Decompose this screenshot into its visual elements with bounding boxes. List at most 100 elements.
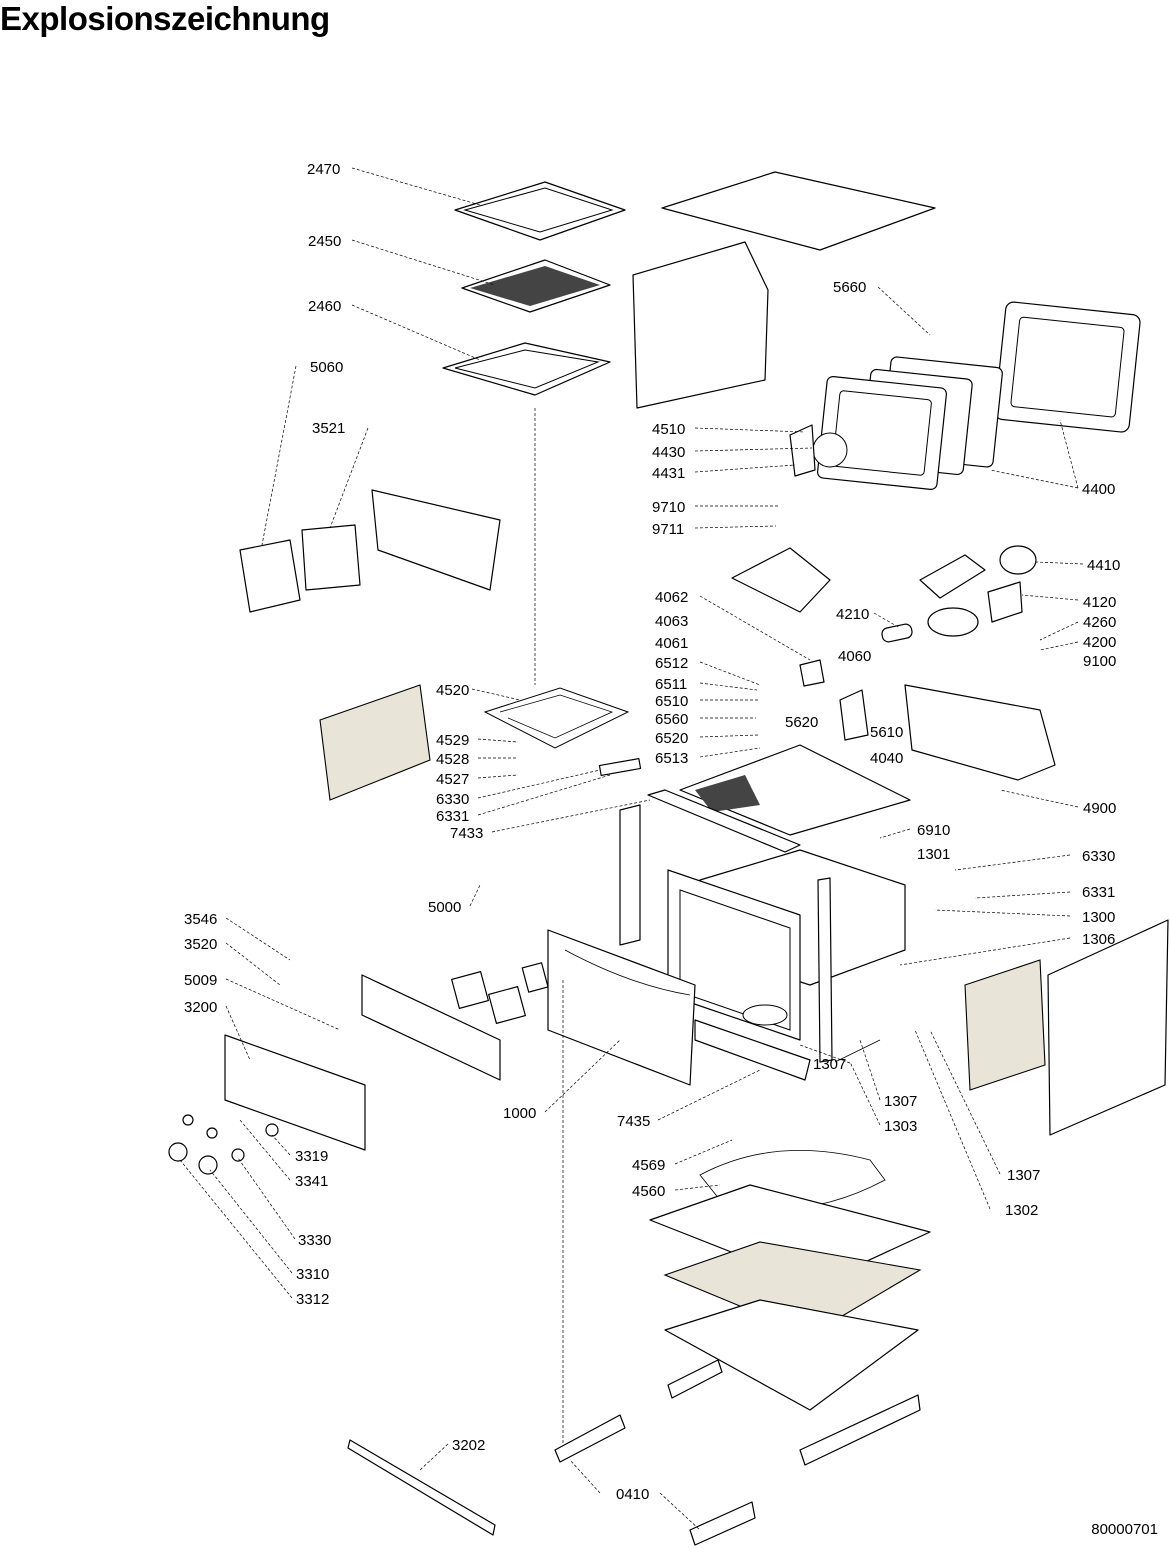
- control-bracket: [371, 489, 501, 591]
- label-5000: 5000: [428, 899, 461, 916]
- fan-motor-4410: [999, 545, 1037, 575]
- label-2470: 2470: [307, 161, 340, 178]
- label-5620: 5620: [785, 714, 818, 731]
- label-4431: 4431: [652, 465, 685, 482]
- label-1307-c: 1307: [1007, 1167, 1040, 1184]
- document-number: 80000701: [1091, 1521, 1158, 1538]
- label-3521: 3521: [312, 420, 345, 437]
- label-4560: 4560: [632, 1183, 665, 1200]
- label-5660: 5660: [833, 279, 866, 296]
- fan-wheel-4430: [812, 432, 848, 468]
- label-6331-a: 6331: [436, 808, 469, 825]
- label-5610: 5610: [870, 724, 903, 741]
- label-7435: 7435: [617, 1113, 650, 1130]
- label-1307-a: 1307: [813, 1056, 846, 1073]
- label-4527: 4527: [436, 771, 469, 788]
- insulation-left: [319, 684, 431, 801]
- label-4410: 4410: [1087, 557, 1120, 574]
- label-9100: 9100: [1083, 653, 1116, 670]
- top-cover-panel: [661, 171, 936, 251]
- side-panel-right: [1047, 919, 1169, 1136]
- label-1000: 1000: [503, 1105, 536, 1122]
- label-3312: 3312: [296, 1291, 329, 1308]
- leader-lines: [179, 167, 1084, 1531]
- label-9710: 9710: [652, 499, 685, 516]
- insulation-right: [964, 959, 1046, 1091]
- label-6513: 6513: [655, 750, 688, 767]
- rear-side-panel: [632, 241, 769, 409]
- switch-4120: [987, 581, 1023, 623]
- label-4260: 4260: [1083, 614, 1116, 631]
- label-6330-a: 6330: [436, 791, 469, 808]
- bracket-4510: [789, 424, 816, 477]
- wire-grid-2450: [461, 259, 611, 313]
- label-4528: 4528: [436, 751, 469, 768]
- clip-6330: [598, 758, 642, 776]
- ring-gasket: [927, 607, 979, 637]
- fan-cover-frames-4400: [816, 301, 1141, 490]
- oven-door-1000: [547, 929, 696, 1086]
- air-duct: [731, 547, 831, 613]
- label-3330: 3330: [298, 1232, 331, 1249]
- switch-blocks-5000: [451, 962, 549, 1024]
- label-6560: 6560: [655, 711, 688, 728]
- label-3202: 3202: [452, 1437, 485, 1454]
- label-3341: 3341: [295, 1173, 328, 1190]
- label-6511: 6511: [655, 676, 687, 693]
- knobs-3310: [168, 1114, 279, 1175]
- lamp-4210: [881, 623, 913, 643]
- trim-strip-7433: [647, 789, 801, 853]
- label-4210: 4210: [836, 606, 869, 623]
- housing-4060: [799, 659, 825, 687]
- control-panel-3200: [224, 1034, 366, 1151]
- pcb-3521: [301, 524, 361, 591]
- plinth-strip-3202: [347, 1439, 496, 1536]
- foot-0410-left: [554, 1414, 626, 1463]
- label-0410: 0410: [616, 1486, 649, 1503]
- label-4061: 4061: [655, 635, 688, 652]
- label-3310: 3310: [296, 1266, 329, 1283]
- label-1302: 1302: [1005, 1202, 1038, 1219]
- label-6512: 6512: [655, 655, 688, 672]
- label-4040: 4040: [870, 750, 903, 767]
- label-1303: 1303: [884, 1118, 917, 1135]
- label-4900: 4900: [1083, 800, 1116, 817]
- side-rail-right: [817, 877, 833, 1063]
- foot-0410-right: [689, 1501, 756, 1546]
- label-4430: 4430: [652, 444, 685, 461]
- label-5060: 5060: [310, 359, 343, 376]
- label-1307-b: 1307: [884, 1093, 917, 1110]
- page-title: Explosionszeichnung: [0, 0, 330, 37]
- pcb-5060: [239, 539, 301, 613]
- label-4520: 4520: [436, 682, 469, 699]
- label-9711: 9711: [652, 521, 684, 538]
- label-1300: 1300: [1082, 909, 1115, 926]
- label-6510: 6510: [655, 693, 688, 710]
- hinge-1307: [834, 1039, 881, 1063]
- label-4120: 4120: [1083, 594, 1116, 611]
- motor-mount-4410: [919, 554, 986, 599]
- label-6520: 6520: [655, 730, 688, 747]
- label-3546: 3546: [184, 911, 217, 928]
- label-4569: 4569: [632, 1157, 665, 1174]
- side-rail-left: [619, 804, 641, 946]
- rear-panel-9100: [904, 684, 1056, 781]
- thermostat-4040: [839, 689, 869, 741]
- label-4062: 4062: [655, 589, 688, 606]
- floor-panel: [664, 1299, 919, 1411]
- label-6910: 6910: [917, 822, 950, 839]
- label-1306: 1306: [1082, 931, 1115, 948]
- heating-element-4520: [483, 687, 630, 749]
- label-4510: 4510: [652, 421, 685, 438]
- label-3520: 3520: [184, 936, 217, 953]
- label-3200: 3200: [184, 999, 217, 1016]
- label-4400: 4400: [1082, 481, 1115, 498]
- label-4060: 4060: [838, 648, 871, 665]
- oven-cavity: [667, 849, 906, 1041]
- label-6331-b: 6331: [1082, 884, 1115, 901]
- panel-bracket: [361, 974, 501, 1081]
- foot-rail-2: [799, 1394, 921, 1466]
- part-number-labels: 2470 2450 2460 5060 3521 5660 4510 4430 …: [184, 161, 1120, 1503]
- foot-rail-1: [667, 1359, 723, 1399]
